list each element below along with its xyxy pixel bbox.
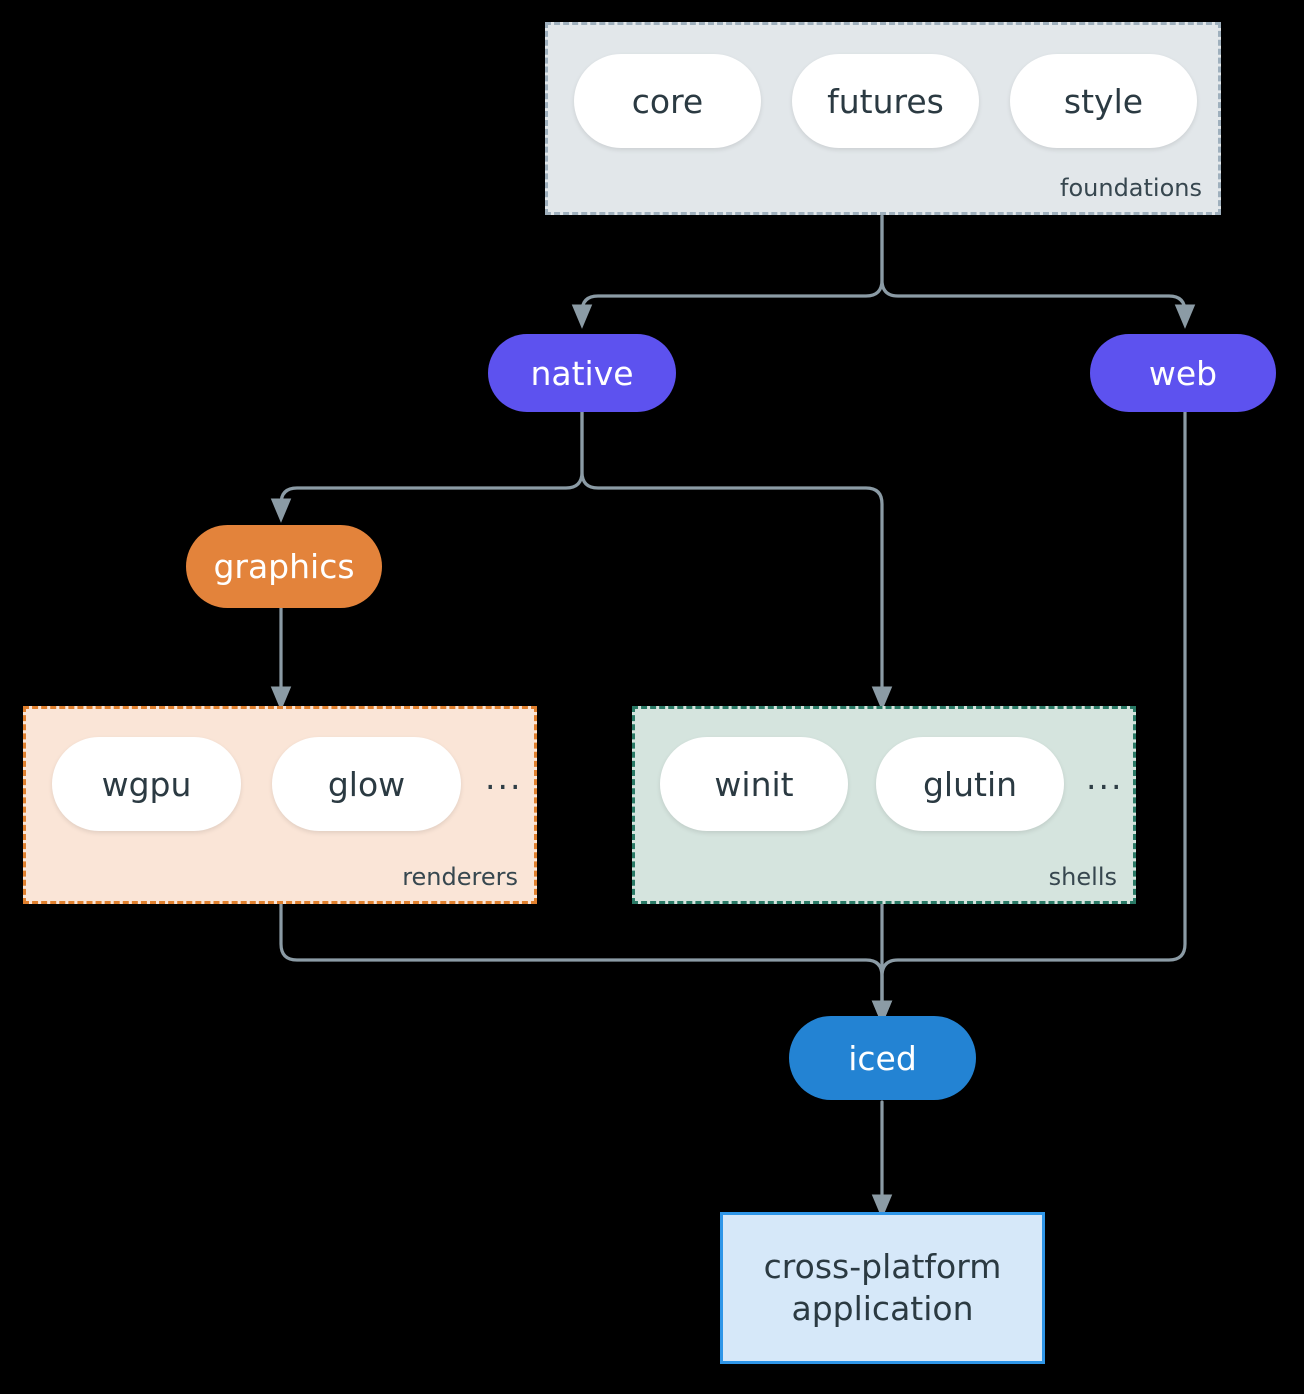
leaf-label: futures bbox=[827, 81, 944, 121]
leaf-label: wgpu bbox=[101, 764, 192, 804]
output-text: cross-platform application bbox=[764, 1246, 1002, 1330]
leaf-pill-futures[interactable]: futures bbox=[792, 54, 979, 148]
edge-foundations-to-web bbox=[880, 214, 1196, 329]
leaf-pill-winit[interactable]: winit bbox=[660, 737, 848, 831]
edge-foundations-trunk bbox=[571, 214, 884, 329]
group-shells: winit glutin ... shells bbox=[632, 706, 1136, 904]
leaf-pill-core[interactable]: core bbox=[574, 54, 761, 148]
node-label: iced bbox=[848, 1038, 917, 1078]
leaf-label: glutin bbox=[922, 764, 1018, 804]
edge-native-to-graphics bbox=[270, 410, 584, 523]
node-label: native bbox=[530, 353, 634, 393]
shells-more-ellipsis: ... bbox=[1086, 757, 1124, 797]
edge-native-to-shells bbox=[580, 410, 893, 711]
leaf-label: style bbox=[1063, 81, 1144, 121]
foundations-items: core futures style bbox=[574, 54, 1197, 148]
renderers-items: wgpu glow ... bbox=[52, 737, 522, 831]
group-foundations: core futures style foundations bbox=[545, 22, 1221, 215]
node-web[interactable]: web bbox=[1090, 334, 1276, 412]
leaf-pill-style[interactable]: style bbox=[1010, 54, 1197, 148]
node-label: web bbox=[1148, 353, 1218, 393]
leaf-pill-glow[interactable]: glow bbox=[272, 737, 461, 831]
group-label-renderers: renderers bbox=[402, 863, 518, 891]
output-line-1: cross-platform bbox=[763, 1246, 1002, 1286]
group-label-foundations: foundations bbox=[1060, 174, 1202, 202]
leaf-label: winit bbox=[714, 764, 794, 804]
node-iced[interactable]: iced bbox=[789, 1016, 976, 1100]
renderers-more-ellipsis: ... bbox=[485, 757, 523, 797]
leaf-pill-wgpu[interactable]: wgpu bbox=[52, 737, 241, 831]
node-native[interactable]: native bbox=[488, 334, 676, 412]
node-graphics[interactable]: graphics bbox=[186, 525, 382, 608]
leaf-pill-glutin[interactable]: glutin bbox=[876, 737, 1064, 831]
edge-renderers-to-iced bbox=[279, 902, 893, 1025]
node-label: graphics bbox=[213, 547, 355, 586]
leaf-label: core bbox=[631, 81, 704, 121]
shells-items: winit glutin ... bbox=[660, 737, 1123, 831]
group-renderers: wgpu glow ... renderers bbox=[23, 706, 537, 904]
group-label-shells: shells bbox=[1048, 863, 1117, 891]
leaf-label: glow bbox=[327, 764, 406, 804]
output-line-2: application bbox=[791, 1289, 974, 1328]
node-cross-platform-application[interactable]: cross-platform application bbox=[720, 1212, 1045, 1364]
